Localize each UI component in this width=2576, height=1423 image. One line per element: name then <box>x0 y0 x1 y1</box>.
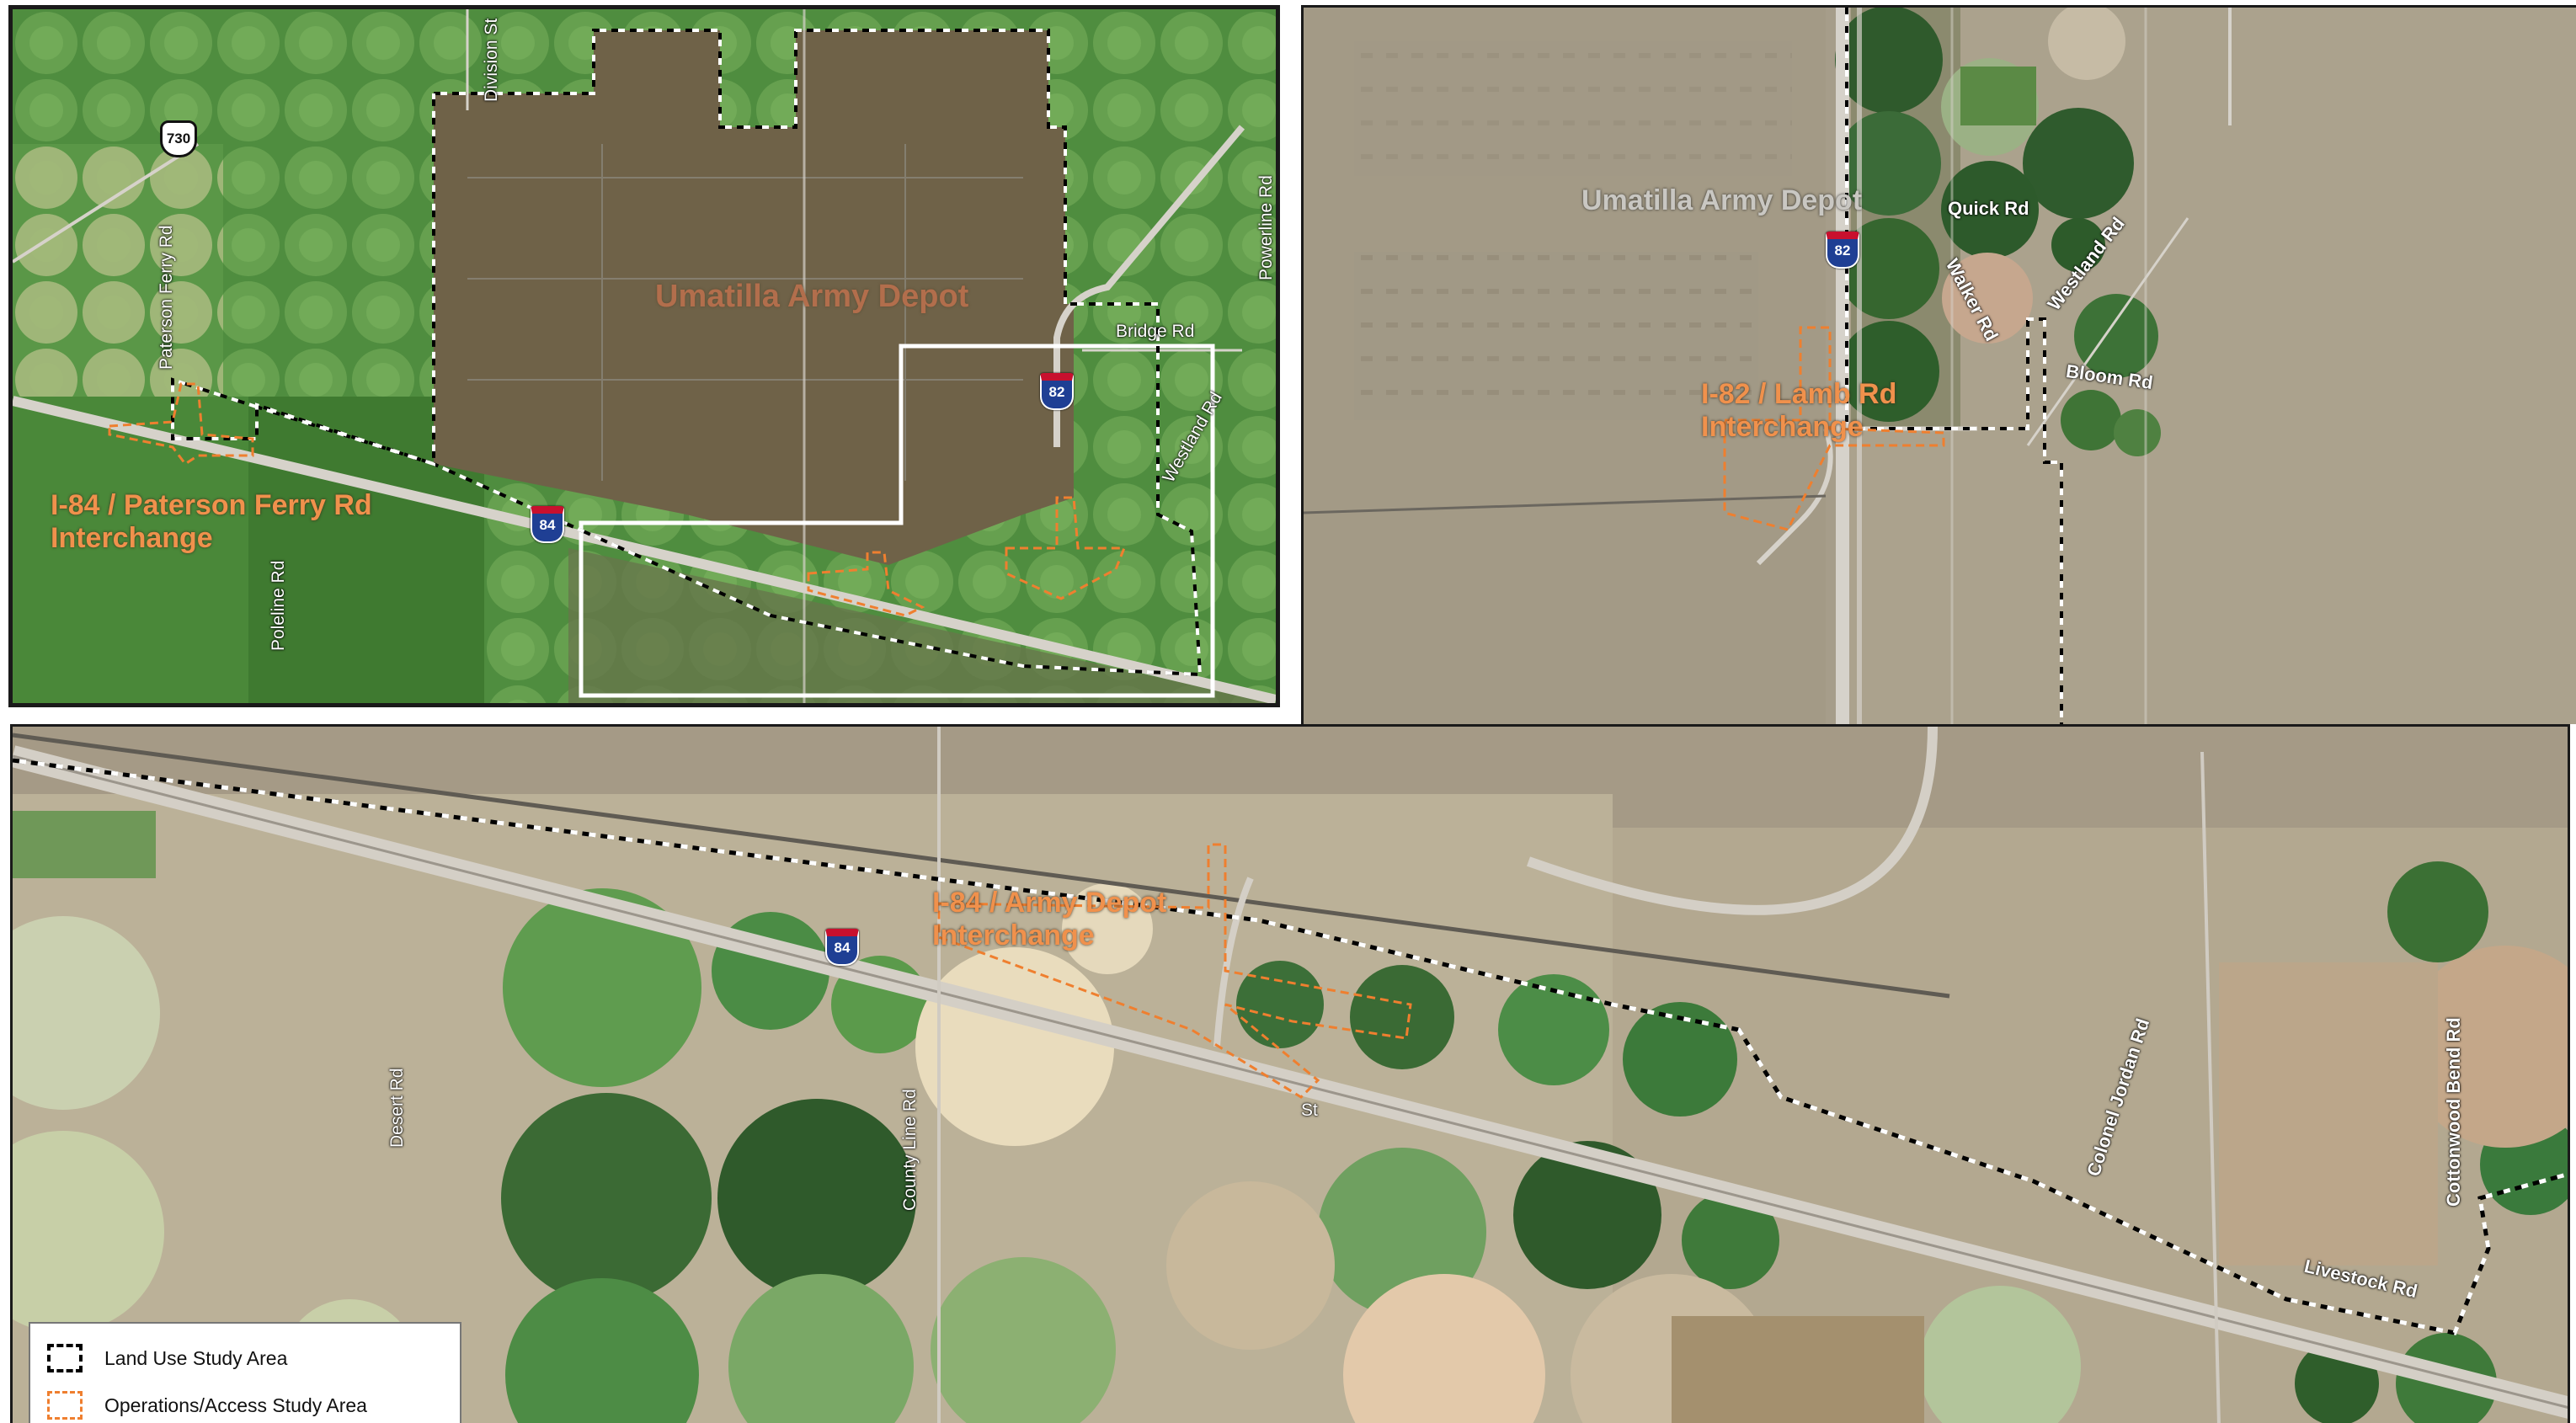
ops-boundary-lamb-rd <box>1723 326 1945 531</box>
legend-label-land-use: Land Use Study Area <box>104 1346 288 1369</box>
road-label-powerline-rd: Powerline Rd <box>1256 175 1276 280</box>
road-label-bridge-rd: Bridge Rd <box>1116 322 1195 341</box>
legend-item-land-use: Land Use Study Area <box>47 1344 287 1372</box>
ops-boundary-inset-east <box>1005 496 1127 600</box>
ops-boundary-paterson-ferry <box>108 382 254 466</box>
depot-label-inset: Umatilla Army Depot <box>655 279 969 314</box>
roads-inset <box>13 9 1276 703</box>
ops-boundary-army-depot <box>937 843 1412 1099</box>
road-label-poleline-rd: Poleline Rd <box>269 560 288 651</box>
map-panel-lamb-rd: Umatilla Army Depot I-82 / Lamb Rd Inter… <box>1301 5 2576 724</box>
road-label-county-line-rd: County Line Rd <box>900 1089 920 1211</box>
road-label-desert-rd: Desert Rd <box>387 1068 407 1148</box>
legend-symbol-land-use <box>47 1344 83 1372</box>
crop-circles-lower <box>13 811 2568 1423</box>
us730-shield: 730 <box>160 120 197 157</box>
roads-lamb-rd <box>1304 8 2232 724</box>
depot-area <box>434 30 1074 565</box>
i84-shield-inset: 84 <box>531 506 564 543</box>
land-use-boundary-lower <box>13 758 2568 1335</box>
aerial-lamb-rd <box>1304 8 2576 724</box>
highways-lower <box>13 727 2568 1423</box>
aerial-army-depot <box>13 727 2568 1423</box>
i82-shield: 82 <box>1826 232 1859 269</box>
map-panel-army-depot: I-84 / Army Depot Interchange 84 Desert … <box>10 724 2570 1423</box>
depot-label-right: Umatilla Army Depot <box>1581 184 1863 216</box>
road-label-paterson-ferry-rd: Paterson Ferry Rd <box>157 225 176 370</box>
interchange-label-lamb-rd: I-82 / Lamb Rd Interchange <box>1701 378 1897 444</box>
road-label-st: St <box>1301 1101 1318 1120</box>
i82-shield-inset: 82 <box>1040 373 1074 410</box>
aerial-paterson-ferry <box>13 9 1276 703</box>
interchange-label-paterson-ferry: I-84 / Paterson Ferry Rd Interchange <box>51 489 372 555</box>
land-use-boundary-right <box>1845 8 2063 724</box>
legend-label-ops: Operations/Access Study Area <box>104 1394 367 1416</box>
legend-symbol-ops <box>47 1391 83 1420</box>
road-label-quick-rd: Quick Rd <box>1948 198 2029 219</box>
i84-shield-lower: 84 <box>825 929 859 966</box>
road-label-cottonwood-bend-rd: Cottonwood Bend Rd <box>2443 1017 2464 1207</box>
interchange-label-army-depot: I-84 / Army Depot Interchange <box>932 887 1167 952</box>
crop-circles <box>1835 8 2161 456</box>
inset-frame <box>579 344 1215 698</box>
map-legend: Land Use Study Area Operations/Access St… <box>29 1322 461 1423</box>
legend-item-ops: Operations/Access Study Area <box>47 1391 367 1420</box>
road-label-division-st: Division St <box>482 18 501 102</box>
map-panel-paterson-ferry: Umatilla Army Depot I-84 / Paterson Ferr… <box>8 5 1280 707</box>
